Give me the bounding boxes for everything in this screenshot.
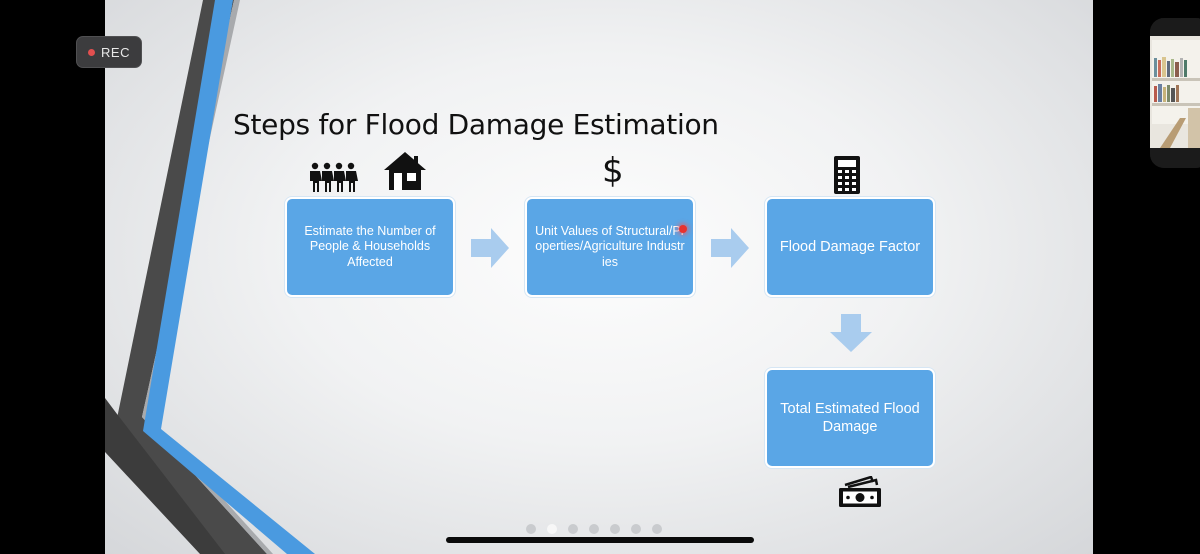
page-dot[interactable] bbox=[610, 524, 620, 534]
slide-title: Steps for Flood Damage Estimation bbox=[233, 108, 719, 141]
laser-pointer bbox=[679, 225, 687, 233]
recording-label: REC bbox=[101, 44, 130, 60]
step-total-damage-box: Total Estimated Flood Damage bbox=[765, 368, 935, 468]
arrow-right-icon bbox=[471, 228, 509, 268]
step-damage-factor-label: Flood Damage Factor bbox=[779, 239, 921, 255]
step-estimate-people-label: Estimate the Number of People & Househol… bbox=[304, 223, 436, 269]
people-icon bbox=[310, 162, 358, 192]
page-dot[interactable] bbox=[589, 524, 599, 534]
arrow-down-icon bbox=[830, 314, 872, 352]
step-unit-values-label: Unit Values of Structural/Properties/Agr… bbox=[535, 223, 685, 269]
page-dot[interactable] bbox=[526, 524, 536, 534]
page-dot[interactable] bbox=[631, 524, 641, 534]
step-estimate-people-box: Estimate the Number of People & Househol… bbox=[285, 197, 455, 297]
house-icon bbox=[384, 152, 426, 190]
page-dot[interactable] bbox=[568, 524, 578, 534]
arrow-right-icon bbox=[711, 228, 749, 268]
video-thumbnail[interactable] bbox=[1150, 18, 1200, 168]
video-thumbnail-image bbox=[1150, 18, 1200, 168]
page-dot-active[interactable] bbox=[547, 524, 557, 534]
step-unit-values-box: Unit Values of Structural/Properties/Agr… bbox=[525, 197, 695, 297]
record-dot-icon bbox=[88, 48, 96, 56]
calculator-icon bbox=[834, 156, 860, 194]
step-total-damage-label: Total Estimated Flood Damage bbox=[780, 401, 920, 435]
recording-indicator[interactable]: REC bbox=[76, 36, 142, 68]
home-indicator[interactable] bbox=[446, 537, 754, 543]
slide: Steps for Flood Damage Estimation $ Esti… bbox=[105, 0, 1093, 554]
money-icon bbox=[839, 476, 881, 507]
page-indicator bbox=[526, 524, 662, 534]
dollar-icon: $ bbox=[602, 151, 624, 191]
page-dot[interactable] bbox=[652, 524, 662, 534]
slide-decoration bbox=[105, 0, 315, 554]
step-damage-factor-box: Flood Damage Factor bbox=[765, 197, 935, 297]
